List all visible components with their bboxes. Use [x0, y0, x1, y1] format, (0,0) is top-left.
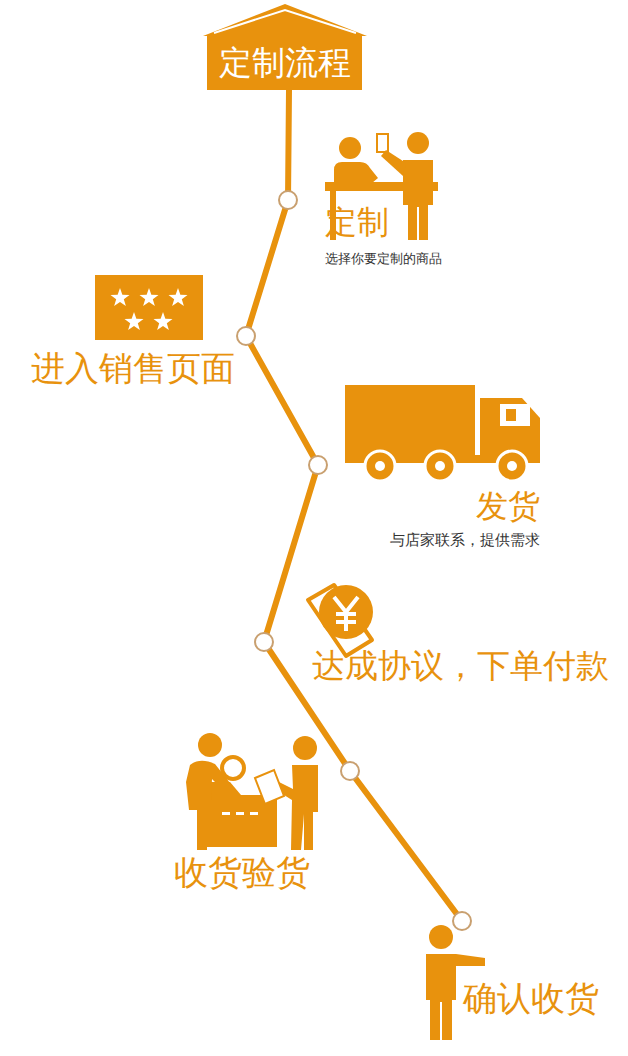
step-label: 收货验货 [166, 765, 350, 897]
step-label: 确认收货 [455, 921, 607, 1023]
flow-line [350, 771, 462, 921]
step-title: 进入销售页面 [31, 346, 235, 390]
step-title: 收货验货 [174, 851, 310, 893]
flow-line [264, 465, 318, 642]
flow-line [288, 90, 289, 200]
house-box: 定制流程 [207, 35, 362, 90]
step-title: 确认收货 [463, 977, 599, 1019]
inspection-icon [186, 733, 318, 850]
truck-icon [345, 385, 540, 481]
step-label: 定制选择你要定制的商品 [288, 196, 450, 272]
step-note: 选择你要定制的商品 [325, 250, 442, 268]
step-title: 发货 [326, 486, 540, 526]
step-label: 发货与店家联系，提供需求 [318, 458, 548, 554]
step-title: 达成协议，下单付款 [312, 644, 609, 688]
rating-icon [95, 275, 203, 340]
waypoint-dot [309, 456, 327, 474]
house-roof [203, 4, 367, 36]
waypoint-dot [279, 191, 297, 209]
waypoint-dot [255, 633, 273, 651]
step-label: 进入销售页面 [23, 330, 246, 394]
step-label: 达成协议，下单付款 [264, 634, 617, 692]
coin-icon [308, 585, 373, 656]
step-title: 定制 [325, 202, 442, 242]
flow-line [246, 200, 288, 336]
step-note: 与店家联系，提供需求 [326, 530, 540, 550]
waypoint-dot [341, 762, 359, 780]
flow-title: 定制流程 [215, 35, 354, 90]
waypoint-dot [453, 912, 471, 930]
flow-line [246, 336, 318, 465]
waypoint-dot [237, 327, 255, 345]
